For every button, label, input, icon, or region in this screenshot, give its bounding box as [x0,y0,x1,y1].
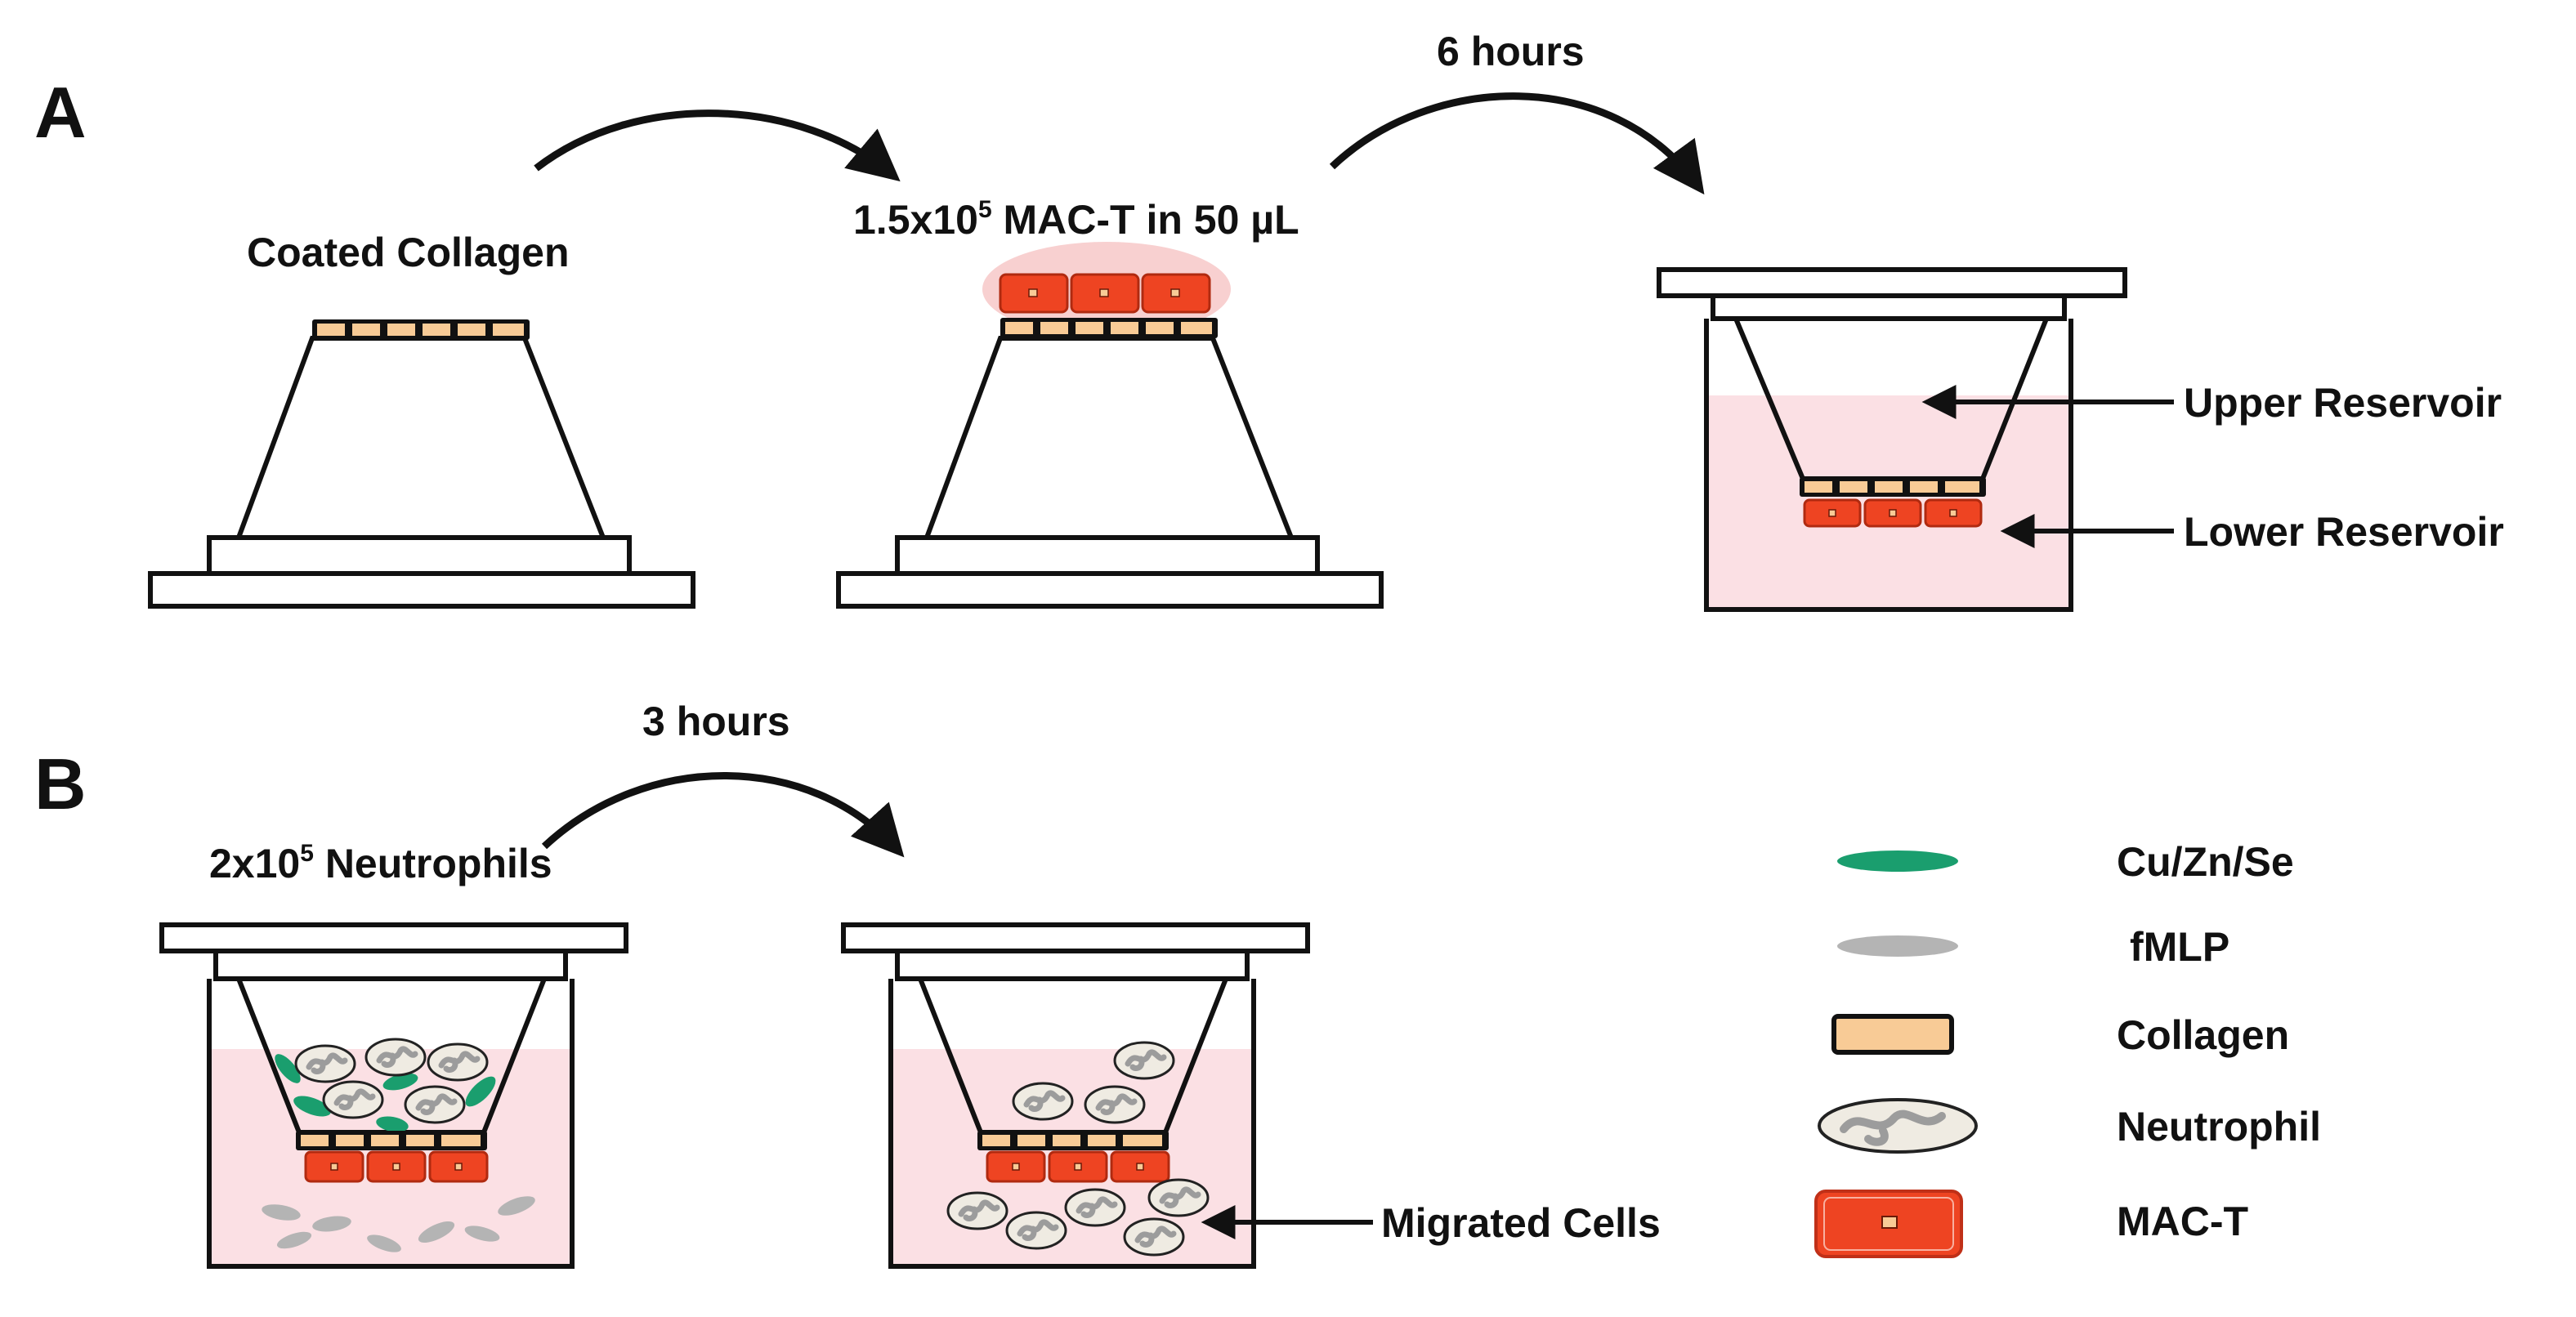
panel-label-b: B [34,743,87,824]
cu-zn-se-icon [1837,850,1958,872]
collagen-layer [296,1131,487,1150]
mact-layer [986,1150,1170,1183]
well-after-migration [841,922,1310,1269]
mac-t-icon [1814,1190,1963,1258]
arrow-seed-cells [534,109,901,182]
legend: Cu/Zn/Se fMLP Collagen Neutrophil MAC-T [1814,839,2321,1258]
collagen-layer [977,1131,1169,1150]
well-before-migration [159,922,628,1269]
collagen-layer [312,319,530,340]
mact-layer [1803,498,1983,528]
neutrophils-seeding-label: 2x105 Neutrophils [209,840,552,886]
three-hours-label: 3 hours [642,699,790,744]
legend-label-mac-t: MAC-T [2117,1199,2248,1244]
insert-mact-seeded [836,242,1384,609]
migrated-cells-label: Migrated Cells [1381,1200,1661,1246]
mact-seeding-label: 1.5x105 MAC-T in 50 µL [853,196,1299,243]
collagen-layer [1800,477,1986,497]
legend-label-collagen: Collagen [2117,1012,2289,1058]
six-hours-label: 6 hours [1437,29,1585,74]
well-inverted-insert [1657,267,2127,612]
legend-label-neutrophil: Neutrophil [2117,1104,2321,1150]
mact-layer [304,1150,489,1183]
fmlp-icon [1837,935,1958,957]
legend-label-cu-zn-se: Cu/Zn/Se [2117,839,2294,885]
collagen-layer [1000,318,1218,338]
legend-label-fmlp: fMLP [2130,924,2229,970]
cu-zn-se-particles [275,1054,496,1132]
fmlp-particles [262,1196,535,1252]
neutrophil-icon [1818,1098,1978,1154]
lower-reservoir-label: Lower Reservoir [2184,509,2504,555]
upper-reservoir-label: Upper Reservoir [2184,380,2502,426]
insert-coated-collagen [148,319,695,609]
mact-layer [999,273,1211,314]
arrow-three-hours [541,772,905,858]
collagen-icon [1831,1014,1954,1055]
panel-label-a: A [34,72,87,153]
coated-collagen-label: Coated Collagen [247,230,569,275]
arrow-six-hours [1329,92,1705,195]
